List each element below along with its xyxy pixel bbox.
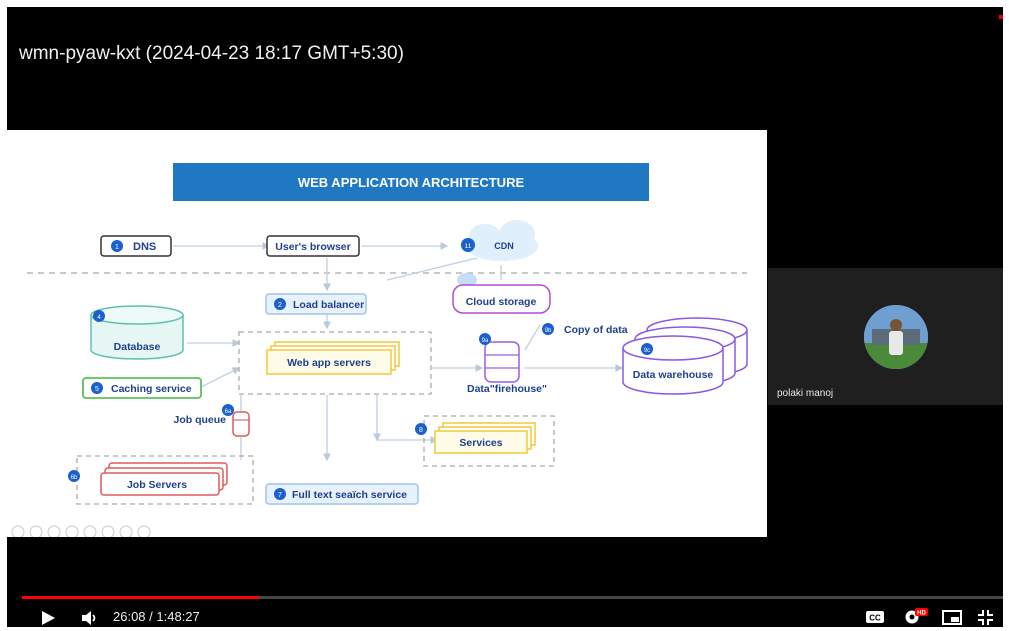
cdn-node: 11 CDN (461, 220, 538, 261)
captions-button[interactable]: CC (865, 610, 885, 624)
database-node: 4 Database (90, 305, 184, 360)
copy-of-data-label: 9b Copy of data (542, 323, 628, 336)
settings-icon: HD (905, 608, 928, 624)
svg-text:Load balancer: Load balancer (293, 299, 364, 311)
slide-next-icon (29, 525, 43, 537)
svg-text:4: 4 (97, 314, 101, 321)
exit-fullscreen-icon (978, 610, 993, 625)
full-text-search-node: 7 Full text seaїch service (265, 483, 419, 505)
progress-played (22, 596, 259, 599)
load-balancer-node: 2 Load balancer (265, 293, 367, 315)
miniplayer-icon (942, 610, 962, 625)
captions-slide-icon (119, 525, 133, 537)
presentation-slide: WEB APPLICATION ARCHITECTURE (7, 130, 767, 537)
progress-bar[interactable] (22, 596, 1003, 599)
captions-icon: CC (866, 611, 884, 623)
slide-title: WEB APPLICATION ARCHITECTURE (298, 175, 525, 190)
architecture-diagram: WEB APPLICATION ARCHITECTURE (11, 163, 748, 537)
svg-text:Full text seaїch service: Full text seaїch service (292, 489, 407, 501)
svg-text:User's browser: User's browser (275, 241, 350, 253)
svg-text:Copy of data: Copy of data (564, 324, 628, 336)
svg-text:Data"firehouse": Data"firehouse" (467, 383, 547, 395)
data-firehouse-node: 9a Data"firehouse" (467, 333, 547, 395)
video-title: wmn-pyaw-kxt (2024-04-23 18:17 GMT+5:30) (19, 43, 404, 64)
svg-text:8: 8 (419, 427, 423, 434)
svg-text:9c: 9c (644, 348, 650, 354)
svg-text:9b: 9b (545, 328, 552, 334)
slide-title-banner (173, 163, 649, 201)
svg-text:6a: 6a (225, 409, 232, 415)
participant-name: polaki manoj (777, 388, 834, 399)
svg-text:Job Servers: Job Servers (127, 479, 187, 491)
svg-text:7: 7 (278, 492, 282, 499)
svg-text:Database: Database (114, 341, 161, 353)
slide-prev-icon (11, 525, 25, 537)
svg-text:Cloud storage: Cloud storage (466, 296, 537, 308)
svg-text:DNS: DNS (133, 241, 156, 253)
web-app-servers-node: Web app servers (238, 331, 432, 395)
miniplayer-button[interactable] (942, 610, 962, 625)
svg-text:Services: Services (459, 437, 502, 449)
svg-text:HD: HD (917, 610, 926, 616)
corner-indicator (999, 15, 1003, 19)
svg-text:Caching service: Caching service (111, 383, 192, 395)
svg-text:Data warehouse: Data warehouse (633, 369, 714, 381)
job-queue-node: Job queue 6a (173, 404, 250, 437)
dns-node: 1 DNS (100, 235, 172, 257)
svg-text:5: 5 (95, 386, 99, 393)
data-warehouse-node: 9c Data warehouse (622, 317, 748, 395)
svg-text:6b: 6b (71, 475, 78, 481)
play-button[interactable] (40, 610, 56, 626)
pen-icon (47, 525, 61, 537)
exit-fullscreen-button[interactable] (977, 609, 994, 626)
slide-toolbar (11, 525, 151, 537)
current-time: 26:08 (113, 609, 146, 624)
time-display: 26:08 / 1:48:27 (113, 609, 200, 624)
hd-badge (915, 608, 928, 616)
zoom-icon (83, 525, 97, 537)
svg-text:CDN: CDN (494, 241, 514, 251)
svg-text:CC: CC (869, 614, 881, 623)
browser-node: User's browser (266, 235, 360, 257)
video-player[interactable]: wmn-pyaw-kxt (2024-04-23 18:17 GMT+5:30)… (7, 7, 1003, 627)
grid-icon (101, 525, 115, 537)
cloud-storage-node: Cloud storage (452, 273, 551, 314)
more-icon (137, 525, 151, 537)
svg-text:Job queue: Job queue (173, 414, 226, 426)
job-servers-node: 6b Job Servers (68, 455, 254, 505)
highlighter-icon (65, 525, 79, 537)
play-icon (42, 611, 55, 625)
svg-text:1: 1 (115, 244, 119, 251)
duration: 1:48:27 (156, 609, 200, 624)
caching-service-node: 5 Caching service (82, 377, 202, 399)
svg-text:11: 11 (465, 243, 472, 250)
services-node: 8 Services (415, 415, 555, 467)
svg-text:9a: 9a (482, 338, 489, 344)
svg-text:Web app servers: Web app servers (287, 357, 371, 369)
settings-button[interactable]: HD (903, 605, 929, 627)
participant-avatar (864, 305, 928, 369)
volume-icon (82, 611, 96, 625)
svg-text:2: 2 (278, 302, 282, 309)
volume-button[interactable] (81, 611, 99, 625)
